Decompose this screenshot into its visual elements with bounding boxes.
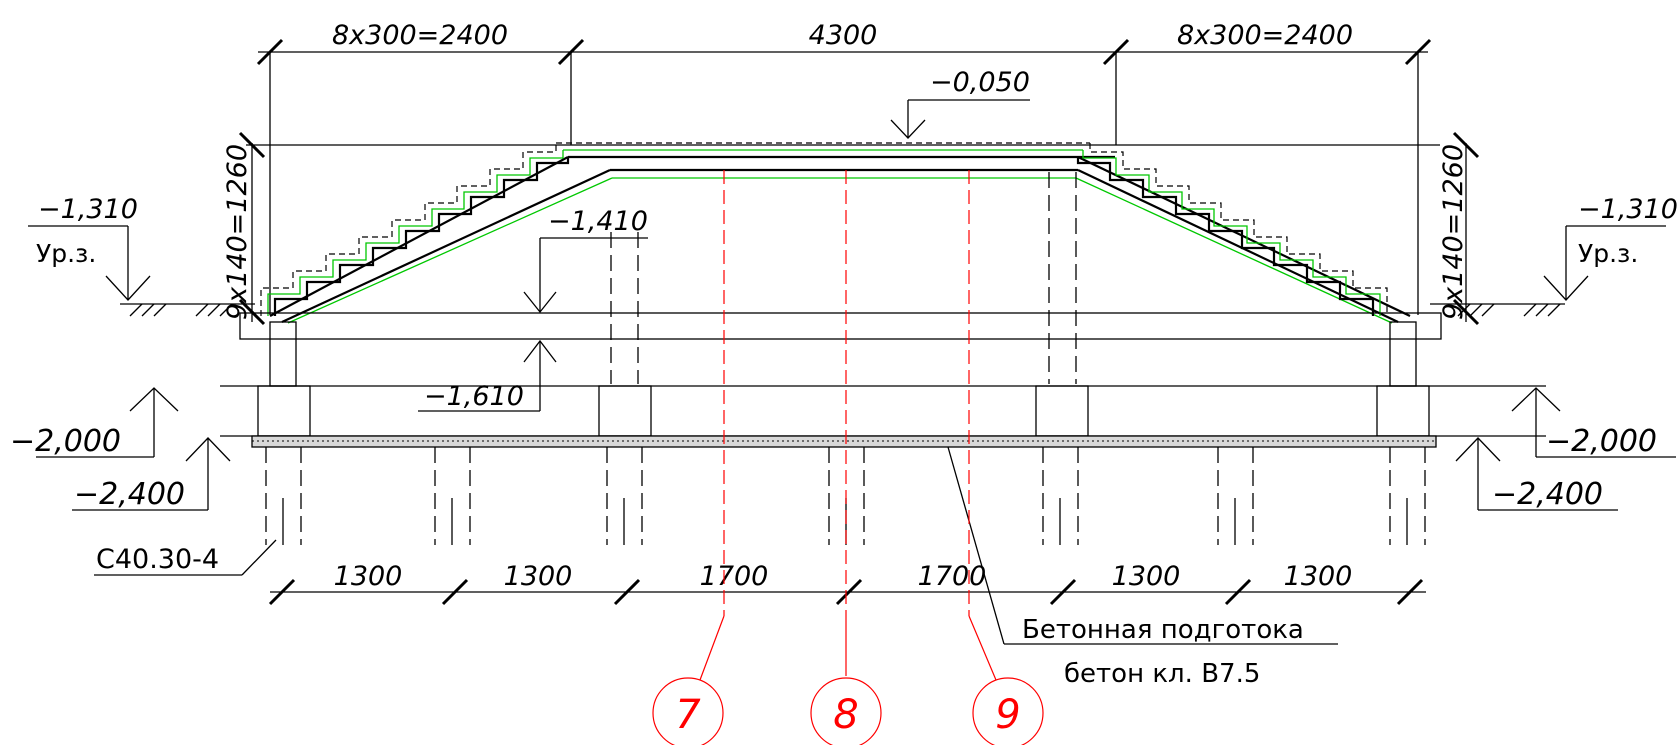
dim-bottom-5: 1300 xyxy=(1112,561,1181,592)
stair-structure xyxy=(260,142,1411,384)
ground-label-right: Ур.з. xyxy=(1578,239,1638,268)
level-found-right: −2,000 xyxy=(1546,424,1657,459)
ground-and-slabs xyxy=(120,303,1565,448)
ground-label-left: Ур.з. xyxy=(36,239,96,268)
side-dimensions: 9x140=1260 9x140=1260 xyxy=(222,131,1480,326)
pile-label: С40.30-4 xyxy=(96,544,219,575)
top-dimension: 8x300=2400 4300 8x300=2400 xyxy=(256,20,1432,315)
dim-bottom-6: 1300 xyxy=(1284,561,1353,592)
grid-axes: 7 8 9 xyxy=(652,170,1044,745)
axis-label-7: 7 xyxy=(675,692,701,738)
level-marks-left: −1,310 Ур.з. −1,410 −1,610 −2,000 −2,400… xyxy=(10,194,648,576)
level-upper-slab: −1,410 xyxy=(548,206,648,237)
note-line-2: бетон кл. В7.5 xyxy=(1064,659,1260,689)
dim-bottom-4: 1700 xyxy=(918,561,987,592)
dim-bottom-3: 1700 xyxy=(700,561,769,592)
dim-bottom-2: 1300 xyxy=(504,561,573,592)
dim-top-right: 8x300=2400 xyxy=(1177,20,1353,51)
axis-label-9: 9 xyxy=(995,692,1020,738)
level-prep-left: −2,400 xyxy=(74,477,185,512)
level-marks-right: −1,310 Ур.з. −2,000 −2,400 xyxy=(1455,194,1678,512)
axis-label-8: 8 xyxy=(833,692,858,738)
level-prep-right: −2,400 xyxy=(1492,477,1603,512)
dim-side-left: 9x140=1260 xyxy=(222,144,253,320)
note-callout: Бетонная подготока бетон кл. В7.5 xyxy=(947,446,1338,689)
level-top-text: −0,050 xyxy=(930,67,1030,98)
note-line-1: Бетонная подготока xyxy=(1022,615,1304,645)
bottom-dimension: 1300 1300 1700 1700 1300 1300 xyxy=(268,561,1426,606)
level-ground-right: −1,310 xyxy=(1578,194,1678,225)
dim-side-right: 9x140=1260 xyxy=(1438,144,1469,320)
level-ground-left: −1,310 xyxy=(38,194,138,225)
level-mark-top: −0,050 xyxy=(890,67,1030,139)
level-found-left: −2,000 xyxy=(10,424,121,459)
level-lower-slab: −1,610 xyxy=(424,381,524,412)
dim-bottom-1: 1300 xyxy=(334,561,403,592)
dim-top-left: 8x300=2400 xyxy=(332,20,508,51)
dim-top-middle: 4300 xyxy=(809,20,878,51)
